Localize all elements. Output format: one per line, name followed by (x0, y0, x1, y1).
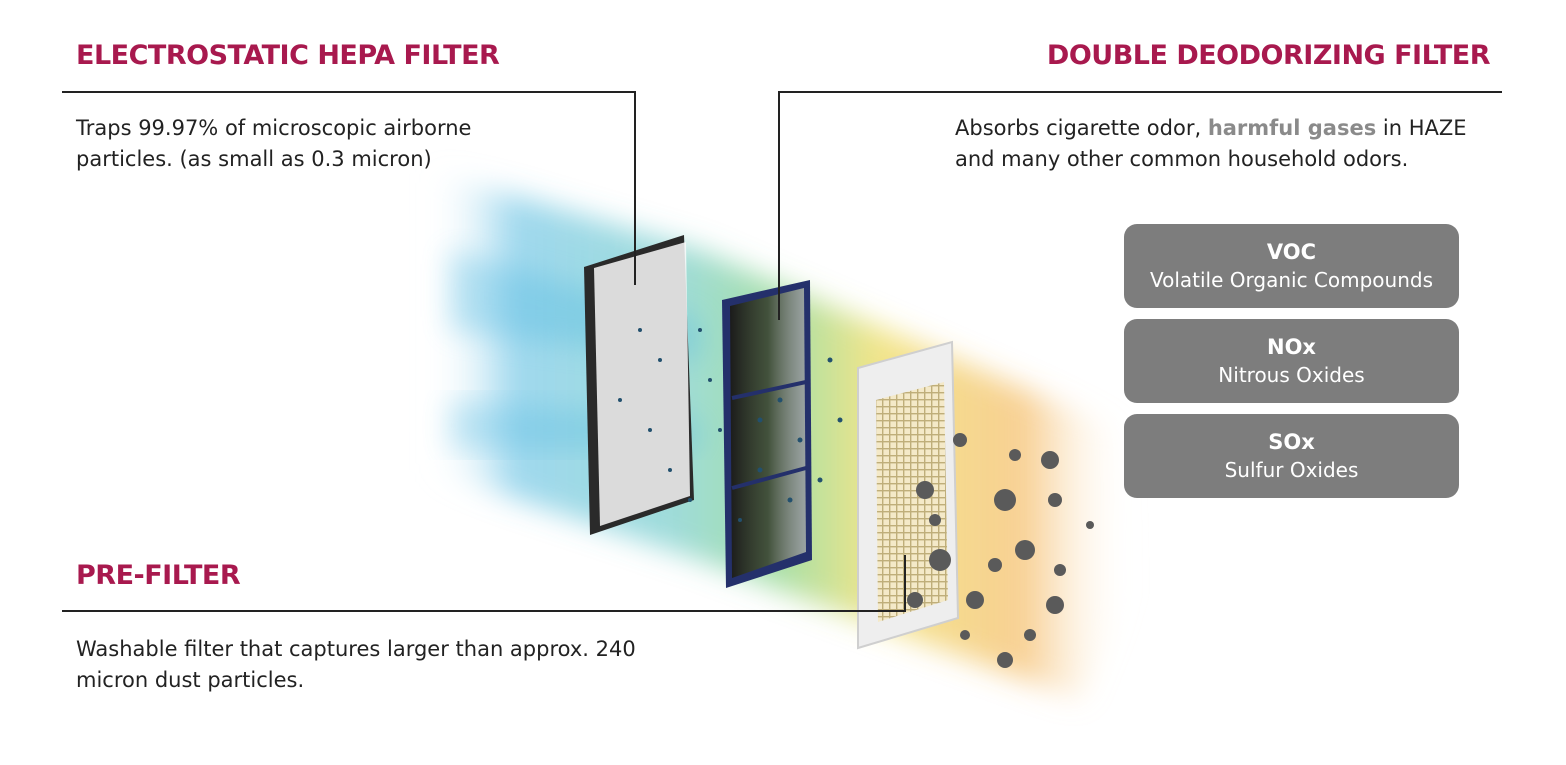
deodorizing-filter-panel (722, 280, 812, 588)
deodorizing-title: DOUBLE DEODORIZING FILTER (1046, 40, 1491, 71)
harmful-gases-highlight: harmful gases (1207, 116, 1377, 140)
hepa-title: ELECTROSTATIC HEPA FILTER (76, 40, 500, 71)
gas-abbr: VOC (1266, 240, 1317, 264)
gas-pill-nox: NOx Nitrous Oxides (1124, 319, 1459, 403)
prefilter-description: Washable filter that captures larger tha… (76, 634, 636, 696)
deodorizing-description-line2: and many other common household odors. (955, 147, 1409, 171)
gas-abbr: SOx (1268, 430, 1315, 454)
deodorizing-description: Absorbs cigarette odor, harmful gases in… (955, 113, 1467, 175)
hepa-description-line1: Traps 99.97% of microscopic airborne (76, 116, 472, 140)
gas-name: Sulfur Oxides (1224, 458, 1359, 482)
gas-pill-sox: SOx Sulfur Oxides (1124, 414, 1459, 498)
particle-dots (618, 328, 843, 522)
gas-abbr: NOx (1267, 335, 1316, 359)
prefilter-description-line2: micron dust particles. (76, 668, 305, 692)
dust-particles (907, 433, 1094, 668)
hepa-description-line2: particles. (as small as 0.3 micron) (76, 147, 432, 171)
prefilter-description-line1: Washable filter that captures larger tha… (76, 637, 636, 661)
hepa-description: Traps 99.97% of microscopic airborne par… (76, 113, 471, 175)
leader-lines (62, 91, 1502, 612)
gas-name: Volatile Organic Compounds (1149, 268, 1434, 292)
prefilter-title: PRE-FILTER (76, 560, 241, 591)
hepa-filter-panel (584, 235, 694, 535)
deodorizing-description-before: Absorbs cigarette odor, (955, 116, 1208, 140)
deodorizing-description-after: in HAZE (1376, 116, 1467, 140)
gas-pill-voc: VOC Volatile Organic Compounds (1124, 224, 1459, 308)
gas-name: Nitrous Oxides (1218, 363, 1365, 387)
